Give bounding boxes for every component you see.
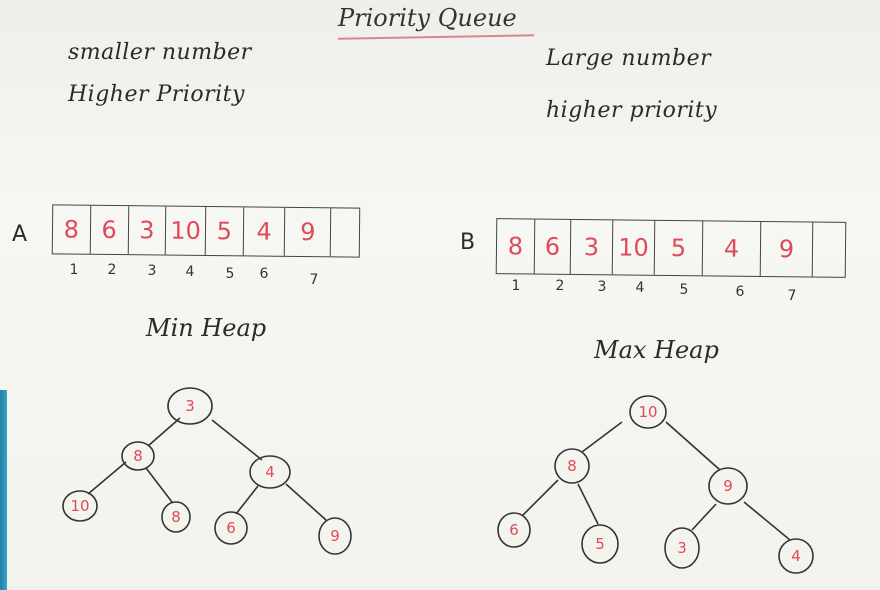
left-note-line2: Higher Priority (68, 82, 245, 107)
tree-node (497, 512, 531, 548)
min-heap-node-label: 6 (226, 519, 236, 537)
array-b-index: 3 (597, 279, 607, 295)
board-edge (0, 390, 7, 590)
array-b-index: 7 (787, 288, 797, 304)
tree-node (62, 490, 98, 522)
min-heap-title: Min Heap (146, 314, 267, 342)
min-heap-edges (87, 417, 327, 521)
min-heap-node-label: 10 (70, 497, 89, 515)
tree-node (249, 455, 291, 489)
array-b-index: 5 (679, 282, 689, 298)
right-note-line2: higher priority (546, 98, 718, 123)
array-b-name: B (460, 230, 476, 255)
max-heap-node-label: 8 (567, 457, 577, 475)
tree-edge (691, 503, 717, 531)
max-heap-title: Max Heap (594, 336, 719, 364)
array-a-index: 3 (147, 263, 157, 279)
tree-node (161, 501, 191, 533)
tree-node (554, 448, 590, 484)
tree-edge (581, 421, 623, 453)
array-a-index: 5 (225, 266, 235, 282)
max-heap-node-label: 5 (595, 535, 605, 553)
tree-edge (87, 461, 127, 495)
array-a-index: 4 (185, 264, 195, 280)
tree-node (318, 517, 352, 555)
min-heap-node-label: 8 (133, 447, 143, 465)
tree-node (708, 467, 748, 505)
array-a-index: 7 (309, 272, 319, 288)
array-a-name: A (12, 222, 28, 247)
array-a-index: 6 (259, 266, 269, 282)
max-heap-node-label: 6 (509, 521, 519, 539)
page-title: Priority Queue (338, 4, 517, 32)
tree-edge (285, 483, 327, 521)
tree-node (629, 395, 667, 429)
array-a-index: 2 (107, 262, 117, 278)
tree-node (121, 441, 155, 471)
tree-edge (235, 485, 259, 515)
tree-node (214, 511, 248, 545)
array-a-index: 1 (69, 262, 79, 278)
array-b-index: 2 (555, 278, 565, 294)
max-heap-node-label: 10 (638, 403, 657, 421)
max-heap-node-label: 3 (677, 539, 687, 557)
min-heap-node-label: 3 (185, 397, 195, 415)
tree-node (778, 538, 814, 574)
max-heap-node-label: 4 (791, 547, 801, 565)
tree-node (581, 524, 619, 564)
tree-edge (145, 467, 173, 503)
left-note-line1: smaller number (68, 40, 252, 65)
array-b-index: 6 (735, 284, 745, 300)
tree-edge (665, 421, 721, 471)
right-note-line1: Large number (546, 46, 712, 71)
tree-edge (521, 479, 559, 517)
max-heap-edges (521, 421, 791, 541)
array-b-index: 1 (511, 278, 521, 294)
tree-edge (147, 417, 181, 447)
array-b-index: 4 (635, 280, 645, 296)
min-heap-node-label: 9 (330, 527, 340, 545)
tree-edge (743, 501, 791, 541)
tree-edge (577, 483, 599, 525)
max-heap-node-label: 9 (723, 477, 733, 495)
tree-edge (211, 419, 263, 461)
tree-node (664, 527, 700, 569)
min-heap-node-label: 8 (171, 508, 181, 526)
tree-node (167, 387, 213, 425)
min-heap-node-label: 4 (265, 463, 275, 481)
